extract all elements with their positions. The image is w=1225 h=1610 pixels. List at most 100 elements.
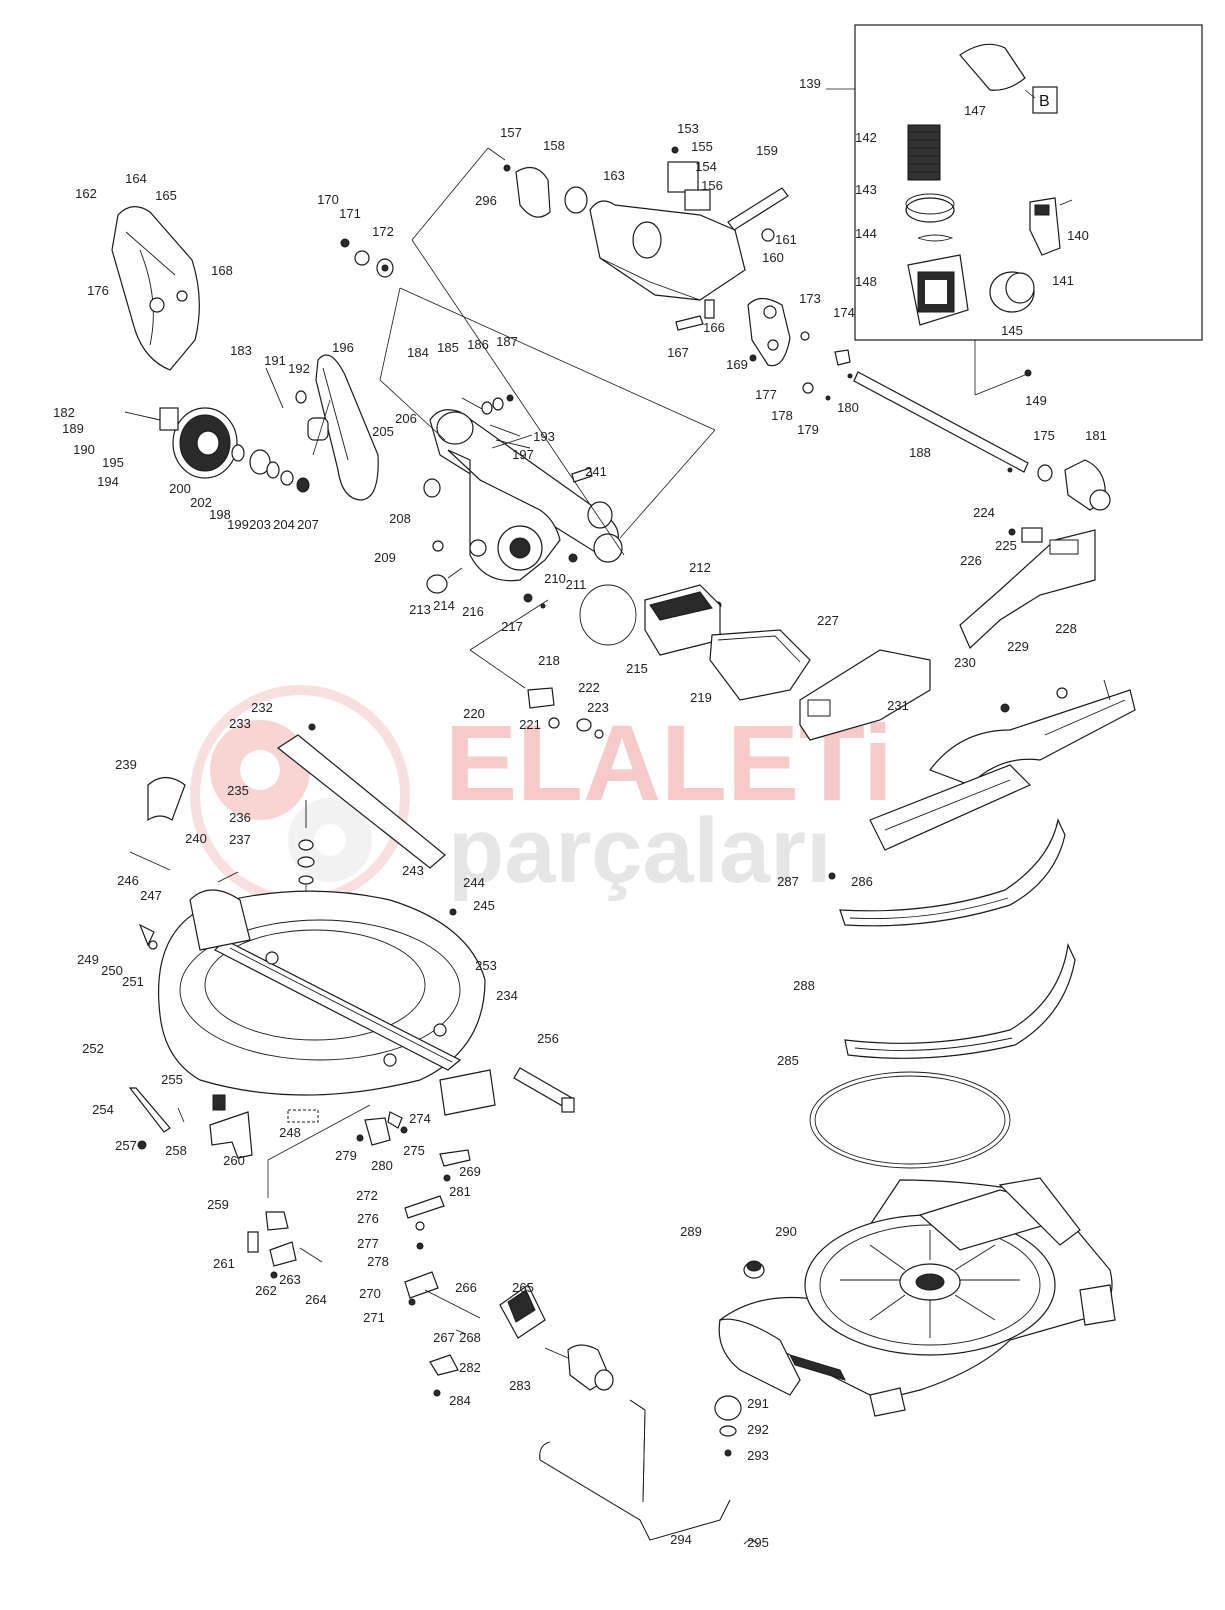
part-label-274: 274 [409,1111,431,1126]
dust-nozzle [959,43,1026,91]
part-label-172: 172 [372,224,394,239]
part-label-190: 190 [73,442,95,457]
part-label-147: 147 [964,103,986,118]
part-label-278: 278 [367,1254,389,1269]
part-label-145: 145 [1001,323,1023,338]
part-label-245: 245 [473,898,495,913]
part-label-219: 219 [690,690,712,705]
part-label-295: 295 [747,1535,769,1550]
part-label-277: 277 [357,1236,379,1251]
part-label-244: 244 [463,875,485,890]
part-label-175: 175 [1033,428,1055,443]
knob-289 [743,1260,765,1279]
part-label-246: 246 [117,873,139,888]
subassembly-box: B [826,24,1203,396]
part-label-180: 180 [837,400,859,415]
part-label-142: 142 [855,130,877,145]
part-label-251: 251 [122,974,144,989]
part-label-285: 285 [777,1053,799,1068]
part-label-162: 162 [75,186,97,201]
parts-259-264 [247,1211,323,1279]
part-label-275: 275 [403,1143,425,1158]
part-label-264: 264 [305,1292,327,1307]
part-label-288: 288 [793,978,815,993]
part-label-196: 196 [332,340,354,355]
part-label-263: 263 [279,1272,301,1287]
part-label-197: 197 [512,447,534,462]
pin-254 [128,1087,185,1150]
part-label-183: 183 [230,343,252,358]
pulley-194 [124,407,238,479]
part-label-166: 166 [703,320,725,335]
parts-272-284 [356,1111,546,1397]
part-label-266: 266 [455,1280,477,1295]
part-label-149: 149 [1025,393,1047,408]
part-label-155: 155 [691,139,713,154]
part-label-177: 177 [755,387,777,402]
part-label-240: 240 [185,831,207,846]
part-label-230: 230 [954,655,976,670]
part-label-217: 217 [501,619,523,634]
part-label-199: 199 [227,517,249,532]
knob-181 [1024,369,1111,511]
part-label-141: 141 [1052,273,1074,288]
part-label-208: 208 [389,511,411,526]
part-label-140: 140 [1067,228,1089,243]
belt-196 [315,354,379,501]
part-label-229: 229 [1007,639,1029,654]
knob-283 [544,1344,614,1391]
part-label-174: 174 [833,305,855,320]
watermark-sub: parçaları [448,800,832,902]
part-label-189: 189 [62,421,84,436]
part-label-192: 192 [288,361,310,376]
clip-part [917,234,954,242]
part-label-236: 236 [229,810,251,825]
part-label-221: 221 [519,717,541,732]
part-label-212: 212 [689,560,711,575]
part-label-256: 256 [537,1031,559,1046]
box-tag-label: B [1039,93,1050,110]
part-label-218: 218 [538,653,560,668]
part-label-194: 194 [97,474,119,489]
link-169 [747,297,810,367]
parts-174-180 [802,349,853,401]
turntable-252 [138,889,496,1116]
spring-part [907,124,941,181]
part-label-191: 191 [264,353,286,368]
part-label-206: 206 [395,411,417,426]
part-label-272: 272 [356,1188,378,1203]
plate-233 [276,723,446,869]
dust-chute-215 [644,584,721,656]
part-label-143: 143 [855,182,877,197]
part-label-247: 247 [140,888,162,903]
part-label-227: 227 [817,613,839,628]
part-label-200: 200 [169,481,191,496]
part-label-182: 182 [53,405,75,420]
handle-cover-168 [111,206,200,371]
part-label-198: 198 [209,507,231,522]
blade-guard-288 [844,942,1076,1059]
part-label-287: 287 [777,874,799,889]
fence-227 [799,649,931,741]
part-label-253: 253 [475,958,497,973]
part-label-173: 173 [799,291,821,306]
sleeve-part [989,271,1035,313]
ring-285 [809,1071,1011,1169]
fence-231 [869,679,1136,851]
ring-part [905,197,955,223]
housing-part [907,254,969,326]
part-label-203: 203 [249,517,271,532]
part-label-231: 231 [887,698,909,713]
part-label-171: 171 [339,206,361,221]
part-label-185: 185 [437,340,459,355]
parts-291-295 [714,1395,759,1546]
parts-220-223 [527,687,604,739]
part-label-211: 211 [566,577,587,592]
part-label-178: 178 [771,408,793,423]
part-label-289: 289 [680,1224,702,1239]
part-label-160: 160 [762,250,784,265]
parts-184-187 [461,394,533,449]
part-label-234: 234 [496,988,518,1003]
